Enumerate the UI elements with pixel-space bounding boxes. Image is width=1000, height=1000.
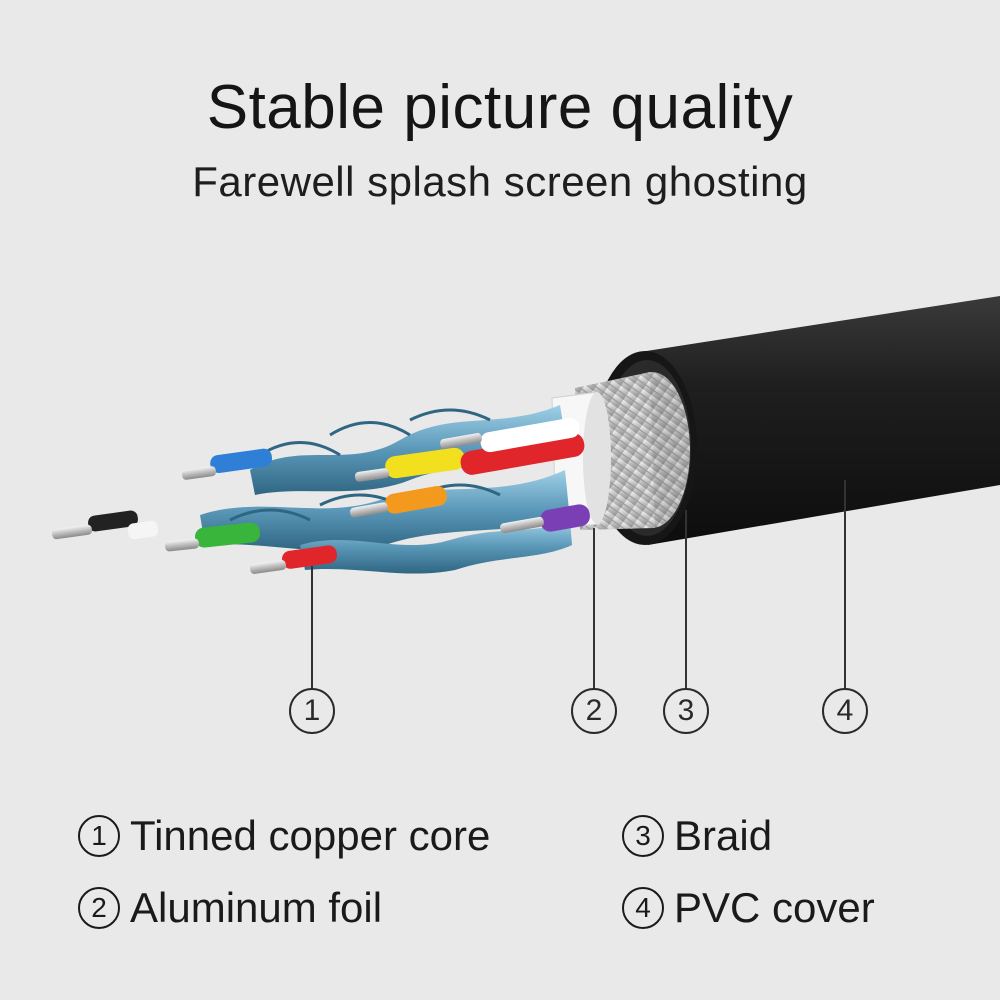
- legend-label: Braid: [674, 812, 773, 859]
- legend-number: 1: [78, 815, 120, 857]
- colored-wires: [88, 417, 590, 569]
- page-title: Stable picture quality: [206, 73, 794, 142]
- legend-item-braid: 3 Braid: [622, 812, 772, 860]
- callout-1: 1: [289, 688, 335, 734]
- legend-number: 3: [622, 815, 664, 857]
- legend-item-aluminum-foil: 2 Aluminum foil: [78, 884, 382, 932]
- legend-label: PVC cover: [674, 884, 875, 931]
- legend-label: Tinned copper core: [130, 812, 491, 859]
- legend-label: Aluminum foil: [130, 884, 383, 931]
- callout-4: 4: [822, 688, 868, 734]
- legend-item-pvc-cover: 4 PVC cover: [622, 884, 875, 932]
- legend-number: 2: [78, 887, 120, 929]
- callout-3: 3: [663, 688, 709, 734]
- tinned-copper-cores: [52, 433, 544, 574]
- legend-number: 4: [622, 887, 664, 929]
- callout-2: 2: [571, 688, 617, 734]
- legend-item-tinned-copper-core: 1 Tinned copper core: [78, 812, 490, 860]
- callout-leader-lines: [311, 480, 846, 690]
- page-subtitle: Farewell splash screen ghosting: [192, 158, 808, 205]
